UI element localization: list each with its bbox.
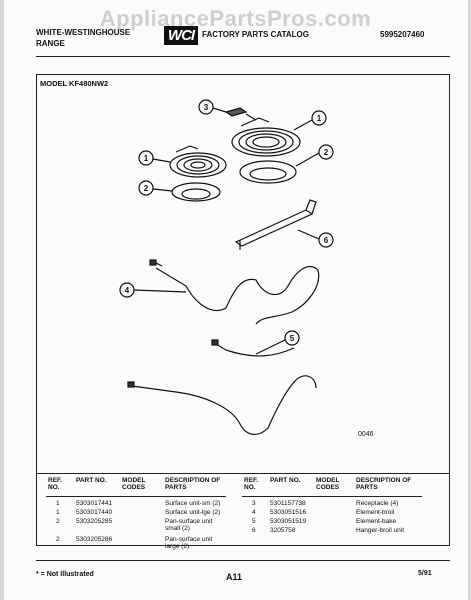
desc-cell: Pan-surface unit large (2) (165, 536, 213, 550)
part-cell: 5303205285 (76, 518, 113, 525)
scan-edge-left (0, 0, 4, 600)
desc-cell: Pan-surface unit small (2) (165, 518, 213, 532)
ref-cell: 1 (56, 509, 60, 516)
bake-element (127, 339, 317, 435)
figure-code: 0046 (358, 431, 374, 438)
ref-cell: 3 (252, 500, 256, 507)
callout-6-circle (318, 232, 334, 248)
callout-2-upper: 2 (324, 148, 329, 157)
col-description-right: DESCRIPTION OF PARTS (356, 477, 412, 491)
col-model-codes-left: MODEL CODES (122, 477, 146, 491)
callout-5: 5 (290, 334, 295, 343)
col-model-codes-right: MODEL CODES (316, 477, 340, 491)
desc-cell: Surface unit-lge (2) (165, 509, 221, 516)
desc-cell: Element-bake (356, 518, 397, 525)
part-cell: 5303017441 (76, 500, 113, 507)
callout-2-lower: 2 (144, 184, 149, 193)
ref-cell: 2 (56, 536, 60, 543)
col-part-no-left: PART NO. (76, 477, 107, 484)
callout-1-circle-lower (138, 150, 154, 166)
header-underline-left (46, 496, 226, 497)
table-bottom-rule (36, 560, 450, 561)
part-cell: 5303051516 (270, 509, 307, 516)
scan-edge-right (468, 0, 471, 600)
hanger-broil-unit (234, 199, 317, 250)
ref-cell: 1 (56, 500, 60, 507)
pan-surface-unit-large (239, 160, 297, 184)
ref-cell: 5 (252, 518, 256, 525)
callout-3-circle (198, 99, 214, 115)
part-cell: 3205758 (270, 527, 296, 534)
ref-cell: 6 (252, 527, 256, 534)
part-cell: 5303051519 (270, 518, 307, 525)
desc-cell: Receptacle (4) (356, 500, 399, 507)
callout-3: 3 (204, 103, 209, 112)
callout-1-circle-upper (311, 110, 327, 126)
col-ref-no-right: REF. NO. (244, 477, 259, 491)
brand-line-2: RANGE (36, 39, 65, 48)
catalog-title: FACTORY PARTS CATALOG (202, 30, 309, 39)
footer-date: 5/91 (418, 570, 432, 577)
callout-2-circle-lower (138, 180, 154, 196)
watermark: AppliancePartsPros.com (99, 6, 372, 31)
col-ref-no-left: REF. NO. (48, 477, 63, 491)
ref-cell: 4 (252, 509, 256, 516)
broil-element (149, 259, 320, 325)
col-part-no-right: PART NO. (270, 477, 301, 484)
footer-note: * = Not Illustrated (36, 571, 94, 578)
table-top-rule (36, 473, 450, 474)
header-underline-right (242, 496, 422, 497)
page-number: A11 (226, 572, 243, 582)
header-rule (36, 56, 450, 57)
surface-unit-large (231, 117, 301, 157)
col-description-left: DESCRIPTION OF PARTS (165, 477, 221, 491)
catalog-number: 5995207460 (380, 30, 425, 39)
callout-4: 4 (125, 286, 130, 295)
diagram-frame (36, 74, 450, 546)
callout-5-circle (284, 330, 300, 346)
desc-cell: Surface unit-sm (2) (165, 500, 221, 507)
part-cell: 5301157738 (270, 500, 306, 507)
parts-diagram: 3 1 1 2 2 6 4 5 0046 (119, 99, 374, 438)
wci-logo: WCI (164, 26, 198, 45)
part-cell: 5303205286 (76, 536, 113, 543)
brand-line-1: WHITE-WESTINGHOUSE (36, 28, 131, 37)
surface-unit-small (169, 145, 227, 178)
ref-cell: 2 (56, 518, 60, 525)
callout-1-upper: 1 (317, 114, 322, 123)
part-cell: 5303017440 (76, 509, 113, 516)
receptacle-part (224, 107, 257, 121)
pan-surface-unit-small (171, 182, 221, 202)
callout-2-circle-upper (318, 144, 334, 160)
desc-cell: Element-broil (356, 509, 395, 516)
model-label: MODEL KF480NW2 (40, 79, 109, 88)
desc-cell: Hanger-broil unit (356, 527, 405, 534)
callout-6: 6 (324, 236, 329, 245)
callout-1-lower: 1 (144, 154, 149, 163)
